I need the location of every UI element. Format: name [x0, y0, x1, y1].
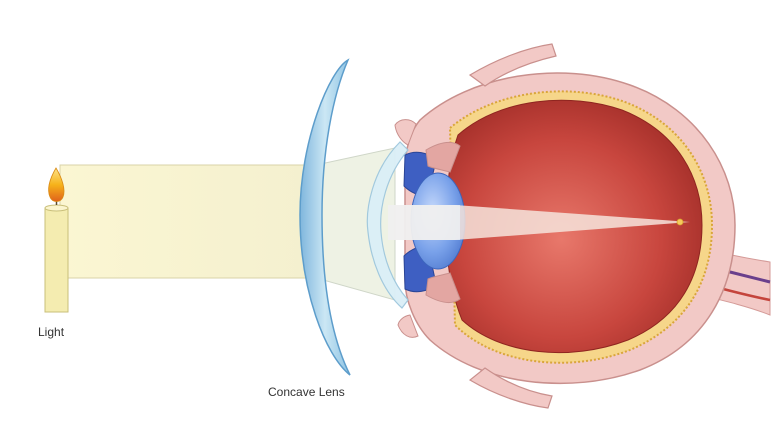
light-beam	[60, 165, 316, 278]
concave-lens-label: Concave Lens	[268, 385, 345, 399]
light-label: Light	[38, 325, 64, 339]
focal-point	[677, 219, 683, 225]
candle-icon	[45, 197, 68, 312]
